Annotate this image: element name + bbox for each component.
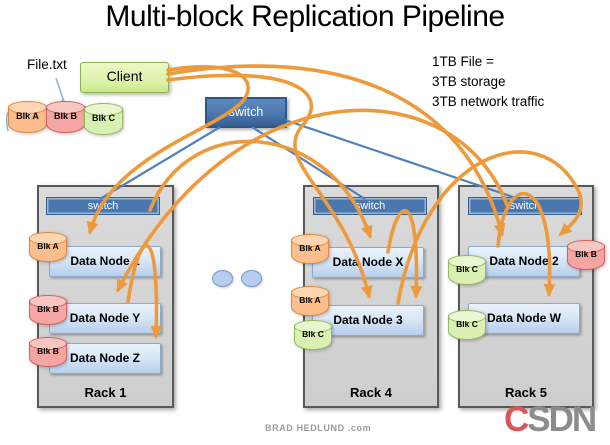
cylinder-top (448, 310, 486, 323)
node2-block-c-cylinder: Blk C (448, 255, 486, 285)
cylinder-top (29, 232, 67, 245)
rack-1-name: Rack 1 (84, 385, 127, 400)
block-label: Blk A (37, 241, 59, 251)
node2-block-b-cylinder: Blk B (567, 240, 605, 270)
rack-5: switch Data Node 2 Data Node W Rack 5 (458, 185, 594, 408)
rack-5-name: Rack 5 (505, 385, 547, 400)
client-box: Client (80, 62, 169, 93)
rack-1-switch: switch (46, 197, 160, 215)
data-node-3: Data Node 3 (312, 305, 424, 336)
block-label: Blk C (456, 319, 478, 329)
rack-4-name: Rack 4 (350, 385, 392, 400)
file-pointer-line (55, 77, 64, 100)
block-label: Blk B (37, 304, 59, 314)
rack-4-switch: switch (313, 197, 427, 215)
nodez-block-b-cylinder: Blk B (29, 337, 67, 367)
nodey-block-b-cylinder: Blk B (29, 295, 67, 325)
ellipsis-dot (212, 270, 233, 287)
nodex-block-a-cylinder: Blk A (291, 234, 329, 264)
csdn-logo: CSDN (504, 400, 597, 439)
node1-block-a-cylinder: Blk A (29, 232, 67, 262)
block-label: Blk B (37, 346, 59, 356)
block-label: Blk A (299, 295, 321, 305)
page-title: Multi-block Replication Pipeline (105, 0, 505, 33)
note-line-3: 3TB network traffic (432, 94, 545, 109)
rack-5-switch: switch (468, 197, 582, 215)
csdn-logo-sdn: SDN (527, 400, 597, 439)
node3-block-c-cylinder: Blk C (294, 320, 332, 350)
note-line-1: 1TB File = (432, 54, 494, 69)
file-name-label: File.txt (27, 57, 67, 72)
storage-note: 1TB File = 3TB storage 3TB network traff… (432, 52, 544, 112)
ellipsis-dot (241, 270, 262, 287)
source-block-a-cylinder: Blk A (8, 101, 47, 133)
core-switch-box: switch (205, 97, 287, 128)
cylinder-top (29, 295, 67, 308)
block-label: Blk C (91, 113, 115, 123)
block-label: Blk B (53, 111, 77, 121)
source-block-b-cylinder: Blk B (46, 101, 85, 133)
cylinder-top (294, 320, 332, 333)
csdn-logo-c: C (504, 400, 529, 439)
block-label: Blk C (302, 329, 324, 339)
credit-text: BRAD HEDLUND .com (265, 423, 372, 433)
block-label: Blk B (575, 249, 597, 259)
data-node-z: Data Node Z (49, 343, 161, 374)
node3-block-a-cylinder: Blk A (291, 286, 329, 316)
source-block-c-cylinder: Blk C (84, 103, 123, 135)
cylinder-top (29, 337, 67, 350)
block-label: Blk A (299, 243, 321, 253)
note-line-2: 3TB storage (432, 74, 506, 89)
block-label: Blk C (456, 264, 478, 274)
nodew-block-c-cylinder: Blk C (448, 310, 486, 340)
block-label: Blk A (16, 111, 39, 121)
